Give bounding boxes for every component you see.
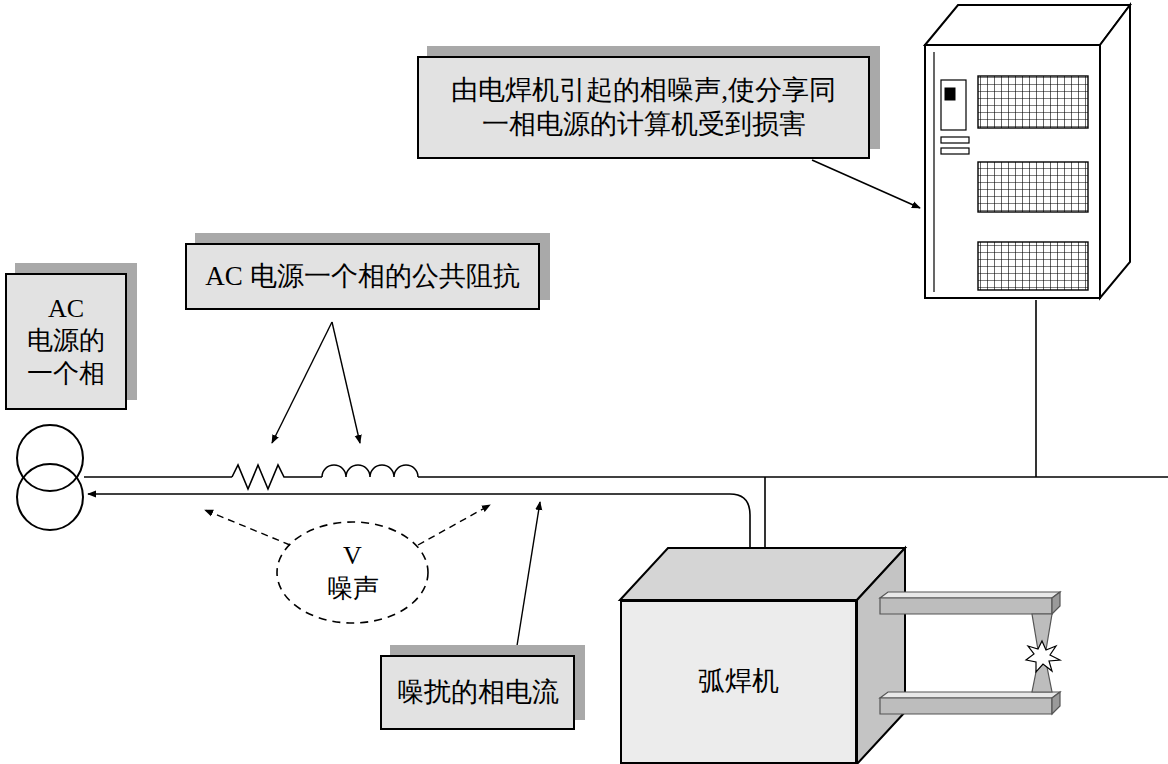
- welding-electrodes: [1052, 592, 1060, 614]
- leader-line: [205, 510, 290, 545]
- label-text: 噪扰的相电流: [397, 676, 559, 710]
- computer-tower: [933, 52, 934, 292]
- phase-wire: [84, 476, 232, 478]
- arc-welder: [857, 548, 905, 764]
- computer-tower: [1100, 5, 1130, 298]
- label-box: AC 电源的 一个相: [5, 273, 127, 410]
- phase-wire: [418, 476, 1168, 478]
- ellipse-outline: [277, 522, 428, 623]
- leader-line: [418, 505, 490, 545]
- transformer-symbol: [17, 464, 83, 530]
- noise-current-arrow: [88, 494, 750, 575]
- welder-front: 弧焊机: [620, 600, 857, 764]
- computer-tower: [941, 148, 969, 154]
- leader-line: [205, 160, 920, 652]
- arc-welder: [620, 548, 905, 764]
- label-box: 噪扰的相电流: [380, 655, 575, 730]
- transformer-symbol: [17, 425, 83, 530]
- phase-wire: [322, 465, 418, 477]
- welding-electrodes: [880, 592, 1060, 598]
- label-text: 弧焊机: [698, 665, 779, 699]
- label-text: 噪声: [327, 573, 379, 606]
- phase-wire: [84, 300, 1168, 578]
- leader-line: [332, 322, 360, 443]
- welding-electrodes: [1052, 692, 1060, 714]
- leader-line: [812, 160, 920, 208]
- computer-tower: [941, 137, 969, 143]
- computer-tower: [978, 162, 1088, 212]
- ellipse-outline: [275, 520, 430, 625]
- welding-electrodes: [880, 698, 1052, 714]
- computer-tower: [925, 5, 1130, 298]
- label-text: AC 电源一个相的公共阻抗: [205, 260, 519, 294]
- callout-box: 由电焊机引起的相噪声,使分享同 一相电源的计算机受到损害: [417, 56, 870, 159]
- label-box: AC 电源一个相的公共阻抗: [185, 243, 540, 310]
- leader-line: [516, 502, 540, 652]
- label-text: AC 电源的 一个相: [26, 293, 106, 391]
- welding-electrodes: [1026, 641, 1060, 672]
- computer-tower: [941, 80, 966, 130]
- computer-tower: [978, 242, 1088, 290]
- label-text: 由电焊机引起的相噪声,使分享同 一相电源的计算机受到损害: [429, 74, 858, 142]
- phase-wire: [1035, 300, 1037, 477]
- noise-current-arrow: [88, 493, 540, 495]
- noise-ellipse: V噪声: [275, 520, 430, 625]
- leader-line: [272, 322, 332, 443]
- transformer-symbol: [17, 425, 83, 491]
- label-text: V: [343, 540, 362, 573]
- computer-tower: [925, 45, 1100, 298]
- phase-wire: [232, 465, 322, 489]
- arc-welder: [620, 548, 905, 600]
- welding-electrodes: [880, 592, 1060, 714]
- computer-tower: [945, 88, 955, 100]
- welding-electrodes: [880, 598, 1052, 614]
- computer-tower: [978, 76, 1088, 128]
- computer-tower: [925, 5, 1130, 45]
- welding-electrodes: [880, 692, 1060, 698]
